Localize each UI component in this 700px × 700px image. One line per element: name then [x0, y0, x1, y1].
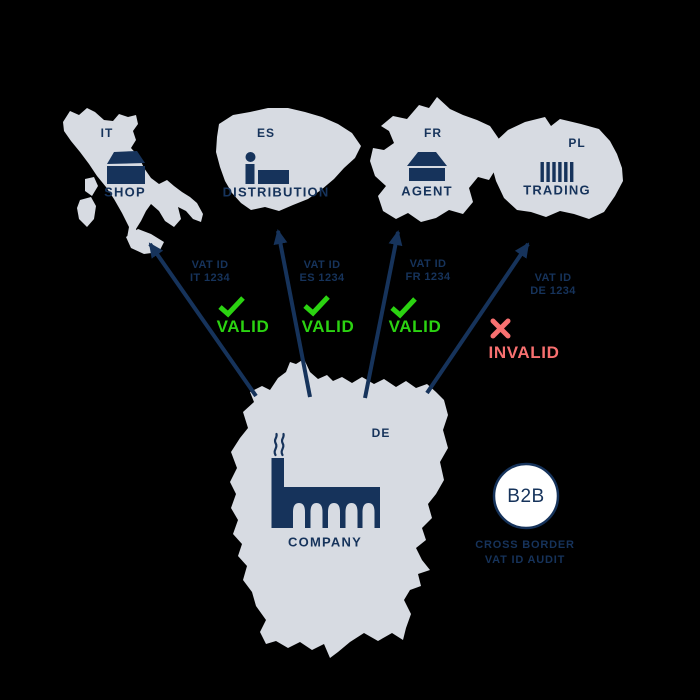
arrow-to-italy [148, 242, 258, 398]
poland-map [491, 117, 623, 219]
vat-id-line2: ES 1234 [299, 272, 345, 284]
badge-caption-line2: VAT ID AUDIT [484, 554, 566, 566]
b2b-badge-label: B2B [507, 486, 545, 507]
b2b-badge-circle [492, 462, 560, 530]
role-label-distribution: DISTRIBUTION [222, 184, 330, 200]
status-valid-es: VALID [301, 317, 355, 336]
country-maps [63, 97, 623, 658]
status-valid-it: VALID [216, 317, 270, 336]
vat-id-line1: VAT ID [534, 272, 572, 284]
spain-map [216, 108, 361, 211]
house-icon [407, 152, 447, 181]
vat-id-line2: FR 1234 [405, 271, 451, 283]
role-label-agent: AGENT [401, 183, 453, 199]
factory-arches [293, 503, 375, 528]
badge-caption-line1: CROSS BORDER [475, 539, 575, 551]
status-invalid-de: INVALID [488, 343, 560, 362]
vat-id-line1: VAT ID [191, 259, 229, 271]
check-icon-it [218, 296, 245, 318]
vat-id-line2: DE 1234 [530, 285, 576, 297]
vat-id-line2: IT 1234 [189, 272, 231, 284]
corsica-map [85, 177, 98, 196]
country-code-es: ES [256, 126, 276, 140]
box-icon [107, 151, 145, 184]
barcode-icon [540, 162, 574, 182]
role-label-company: COMPANY [288, 534, 362, 550]
role-label-trading: TRADING [523, 182, 591, 198]
valid-check-icons [218, 295, 417, 319]
check-icon-es [303, 295, 330, 317]
country-code-it: IT [100, 126, 114, 140]
arrow-to-poland [425, 242, 530, 395]
arrow-to-spain [273, 229, 312, 398]
vat-id-label-it: VAT ID IT 1234 [190, 259, 230, 285]
country-code-pl: PL [568, 136, 586, 150]
sardinia-map [77, 197, 96, 227]
invalid-x-icon [490, 318, 511, 339]
role-label-shop: SHOP [104, 184, 146, 200]
country-code-fr: FR [424, 126, 442, 140]
status-valid-fr: VALID [388, 317, 442, 336]
arrow-to-france [363, 230, 403, 399]
vat-id-label-de: VAT ID DE 1234 [530, 272, 576, 298]
country-code-de: DE [371, 426, 391, 440]
factory-icon [271, 432, 380, 528]
vat-id-line1: VAT ID [409, 258, 447, 270]
smoke-icon [273, 432, 285, 457]
vat-id-label-fr: VAT ID FR 1234 [406, 258, 451, 284]
map-icons [107, 151, 574, 528]
bed-icon [245, 152, 289, 184]
vat-check-arrows [148, 229, 530, 399]
vat-id-line1: VAT ID [303, 259, 341, 271]
vat-id-label-es: VAT ID ES 1234 [299, 259, 344, 285]
check-icon-fr [390, 297, 417, 319]
